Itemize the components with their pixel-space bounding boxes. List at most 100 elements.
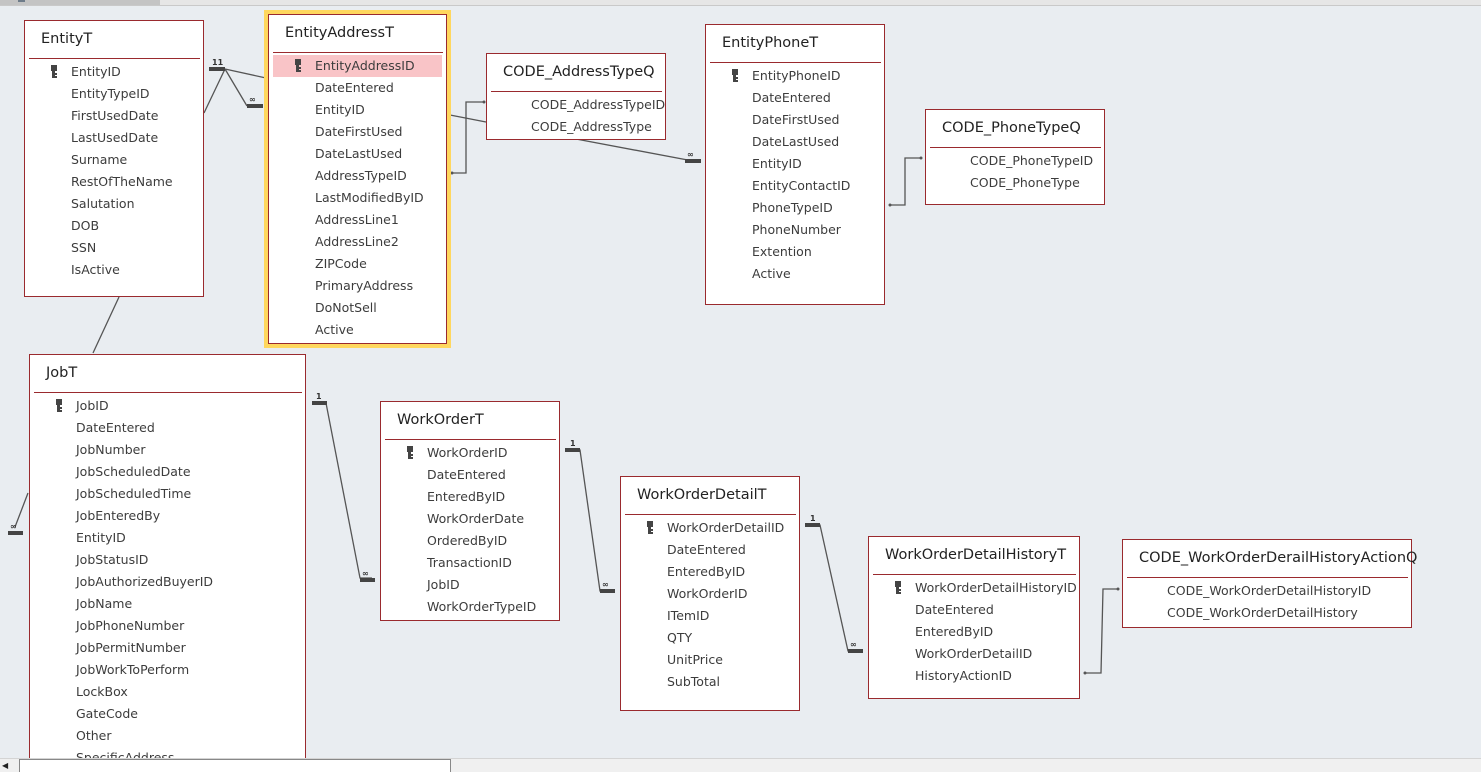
field-row[interactable]: DoNotSell (273, 297, 442, 319)
field-row[interactable]: Active (273, 319, 442, 341)
field-row[interactable]: LockBox (34, 681, 301, 703)
table-title[interactable]: CODE_AddressTypeQ (503, 64, 655, 80)
field-row[interactable]: JobScheduledDate (34, 461, 301, 483)
field-row[interactable]: UnitPrice (625, 649, 795, 671)
field-row[interactable]: EntityID (710, 153, 880, 175)
field-row[interactable]: JobStatusID (34, 549, 301, 571)
table-title[interactable]: JobT (46, 365, 78, 381)
field-row[interactable]: OrderedByID (385, 530, 555, 552)
field-row[interactable]: QTY (625, 627, 795, 649)
field-row[interactable]: DateEntered (873, 599, 1075, 621)
table-title[interactable]: EntityAddressT (285, 25, 394, 41)
field-row[interactable]: ITemID (625, 605, 795, 627)
table-CODE_WorkOrderDerailHistoryActionQ[interactable]: CODE_WorkOrderDerailHistoryActionQ CODE_… (1122, 539, 1418, 628)
table-title[interactable]: CODE_WorkOrderDerailHistoryActionQ (1139, 550, 1418, 566)
field-row[interactable]: WorkOrderDate (385, 508, 555, 530)
field-row[interactable]: JobID (34, 395, 301, 417)
field-row[interactable]: DateEntered (710, 87, 880, 109)
field-row[interactable]: EnteredByID (625, 561, 795, 583)
field-row[interactable]: WorkOrderID (385, 442, 555, 464)
field-row[interactable]: JobNumber (34, 439, 301, 461)
field-row[interactable]: FirstUsedDate (29, 105, 199, 127)
field-row[interactable]: Salutation (29, 193, 199, 215)
field-row[interactable]: JobName (34, 593, 301, 615)
field-row[interactable]: CODE_WorkOrderDetailHistoryID (1127, 580, 1407, 602)
table-title[interactable]: WorkOrderDetailHistoryT (885, 547, 1067, 563)
field-row[interactable]: DateFirstUsed (710, 109, 880, 131)
field-row[interactable]: DateLastUsed (710, 131, 880, 153)
field-row[interactable]: CODE_PhoneType (930, 172, 1100, 194)
field-row[interactable]: SpecificAddress (34, 747, 301, 758)
field-row[interactable]: JobID (385, 574, 555, 596)
field-row[interactable]: EnteredByID (873, 621, 1075, 643)
field-row[interactable]: DateEntered (34, 417, 301, 439)
field-row[interactable]: DOB (29, 215, 199, 237)
scroll-left-arrow-icon[interactable]: ◀ (2, 761, 9, 770)
field-row[interactable]: EntityTypeID (29, 83, 199, 105)
scrollbar-thumb[interactable] (19, 759, 451, 772)
field-row[interactable]: PrimaryAddress (273, 275, 442, 297)
field-row[interactable]: SSN (29, 237, 199, 259)
field-row[interactable]: AddressLine1 (273, 209, 442, 231)
field-row[interactable]: Surname (29, 149, 199, 171)
field-row[interactable]: JobPhoneNumber (34, 615, 301, 637)
relationships-tab[interactable] (0, 0, 160, 5)
table-title[interactable]: CODE_PhoneTypeQ (942, 120, 1081, 136)
field-row[interactable]: JobPermitNumber (34, 637, 301, 659)
field-row[interactable]: EntityID (273, 99, 442, 121)
field-row[interactable]: EntityPhoneID (710, 65, 880, 87)
field-row[interactable]: DateEntered (385, 464, 555, 486)
field-row[interactable]: AddressLine2 (273, 231, 442, 253)
field-row[interactable]: WorkOrderDetailID (873, 643, 1075, 665)
field-row[interactable]: JobScheduledTime (34, 483, 301, 505)
horizontal-scrollbar[interactable]: ◀ (0, 758, 1481, 772)
field-row[interactable]: JobWorkToPerform (34, 659, 301, 681)
field-row[interactable]: DateEntered (625, 539, 795, 561)
field-row[interactable]: GateCode (34, 703, 301, 725)
field-row[interactable]: Extention (710, 241, 880, 263)
field-row[interactable]: LastModifiedByID (273, 187, 442, 209)
field-row[interactable]: CODE_PhoneTypeID (930, 150, 1100, 172)
table-WorkOrderDetailHistoryT[interactable]: WorkOrderDetailHistoryT WorkOrderDetailH… (868, 536, 1080, 699)
field-row[interactable]: WorkOrderDetailID (625, 517, 795, 539)
field-row[interactable]: JobAuthorizedBuyerID (34, 571, 301, 593)
field-row[interactable]: EntityID (29, 61, 199, 83)
field-row[interactable]: EnteredByID (385, 486, 555, 508)
field-row[interactable]: LastUsedDate (29, 127, 199, 149)
field-row[interactable]: Active (710, 263, 880, 285)
field-row[interactable]: CODE_AddressTypeID (491, 94, 665, 116)
field-row[interactable]: EntityContactID (710, 175, 880, 197)
field-row[interactable]: CODE_AddressType (491, 116, 661, 138)
field-row[interactable]: DateEntered (273, 77, 442, 99)
table-title[interactable]: EntityT (41, 31, 93, 47)
table-title[interactable]: WorkOrderDetailT (637, 487, 767, 503)
field-row[interactable]: WorkOrderDetailHistoryID (873, 577, 1077, 599)
field-row[interactable]: SubTotal (625, 671, 795, 693)
field-row[interactable]: RestOfTheName (29, 171, 199, 193)
field-row[interactable]: DateLastUsed (273, 143, 442, 165)
field-row[interactable]: PhoneTypeID (710, 197, 880, 219)
field-row[interactable]: JobEnteredBy (34, 505, 301, 527)
field-row[interactable]: IsActive (29, 259, 199, 281)
field-row[interactable]: EntityID (34, 527, 301, 549)
table-title[interactable]: EntityPhoneT (722, 35, 819, 51)
field-row[interactable]: CODE_WorkOrderDetailHistory (1127, 602, 1407, 624)
field-row[interactable]: AddressTypeID (273, 165, 442, 187)
field-row[interactable]: Other (34, 725, 301, 747)
field-row[interactable]: WorkOrderTypeID (385, 596, 555, 618)
field-row[interactable]: HistoryActionID (873, 665, 1075, 687)
field-row[interactable]: WorkOrderID (625, 583, 795, 605)
field-row[interactable]: PhoneNumber (710, 219, 880, 241)
field-row[interactable]: DateFirstUsed (273, 121, 442, 143)
field-row[interactable]: EntityAddressID (273, 55, 442, 77)
field-row[interactable]: ZIPCode (273, 253, 442, 275)
